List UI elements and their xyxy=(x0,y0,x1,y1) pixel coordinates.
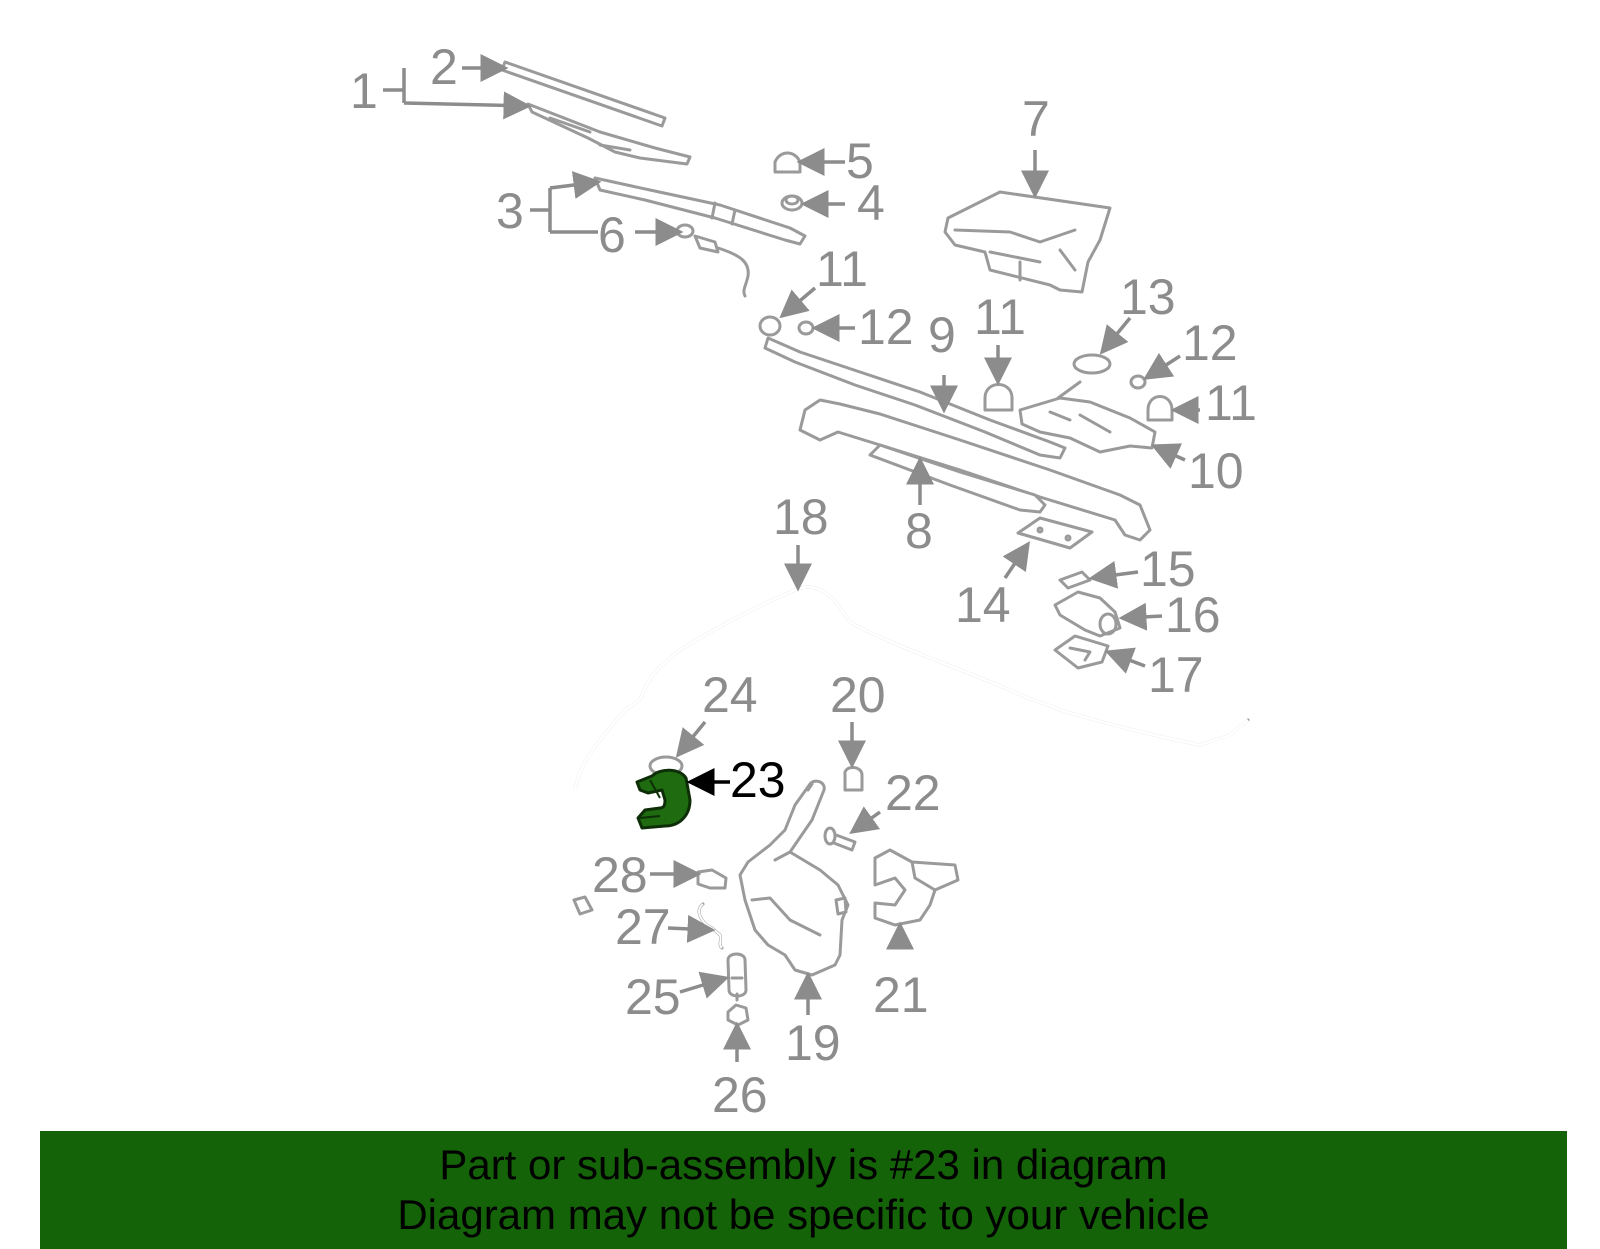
part-16-motor xyxy=(1053,590,1122,638)
callout-6: 6 xyxy=(598,207,626,263)
part-14-plate xyxy=(1016,516,1094,550)
part-26-grommet xyxy=(726,1003,750,1027)
leader-lines xyxy=(383,54,1200,1062)
part-18-washer-hose xyxy=(572,585,1250,916)
part-28-connector xyxy=(696,868,728,890)
part-21-bracket xyxy=(873,848,960,927)
part-9-linkage xyxy=(763,336,1067,460)
callout-9: 9 xyxy=(928,307,956,363)
callout-21: 21 xyxy=(873,967,929,1023)
callout-14: 14 xyxy=(955,577,1011,633)
callout-12-a: 12 xyxy=(858,299,914,355)
part-12-bushing-a xyxy=(797,320,815,336)
info-banner: Part or sub-assembly is #23 in diagram D… xyxy=(40,1131,1567,1249)
part-6-washer-hose xyxy=(675,223,750,298)
callout-19: 19 xyxy=(785,1015,841,1071)
callout-10: 10 xyxy=(1188,443,1244,499)
callout-labels: 1 2 3 6 5 4 7 11 12 9 11 13 12 11 10 8 1… xyxy=(350,39,1257,1123)
part-2-wiper-blade xyxy=(500,60,667,128)
banner-disclaimer: Diagram may not be specific to your vehi… xyxy=(397,1191,1210,1238)
part-23-elbow-hose xyxy=(635,768,692,830)
callout-24: 24 xyxy=(702,667,758,723)
part-17-module xyxy=(1053,634,1110,670)
callout-17: 17 xyxy=(1148,647,1204,703)
part-3-wiper-arm xyxy=(593,176,807,246)
callout-28: 28 xyxy=(592,847,648,903)
callout-4: 4 xyxy=(857,175,885,231)
callout-25: 25 xyxy=(625,969,681,1025)
callout-11-a: 11 xyxy=(816,241,868,297)
part-10-pivot-bracket xyxy=(1018,380,1157,454)
part-22-bolt xyxy=(823,826,857,852)
part-11-grommet-b xyxy=(983,383,1014,412)
callout-20: 20 xyxy=(830,667,886,723)
banner-part-notice: Part or sub-assembly is #23 in diagram xyxy=(439,1141,1168,1188)
part-13-cap xyxy=(1072,353,1112,375)
callout-23: 23 xyxy=(730,752,786,808)
callout-18: 18 xyxy=(773,489,829,545)
part-1-wiper-blade-assembly xyxy=(526,102,692,166)
callout-5: 5 xyxy=(846,133,874,189)
callout-13: 13 xyxy=(1120,269,1176,325)
callout-22: 22 xyxy=(885,765,941,821)
part-20-grommet xyxy=(843,766,864,792)
part-5-cap xyxy=(773,151,802,174)
callout-2: 2 xyxy=(430,39,458,95)
callout-8: 8 xyxy=(905,503,933,559)
part-19-reservoir xyxy=(738,779,850,977)
part-12-bushing-b xyxy=(1129,374,1147,390)
part-15-clip xyxy=(1058,570,1092,590)
part-4-nut xyxy=(780,194,804,212)
callout-3: 3 xyxy=(496,183,524,239)
part-7-cover xyxy=(943,190,1112,294)
callout-1: 1 xyxy=(350,63,378,119)
callout-16: 16 xyxy=(1165,587,1221,643)
part-11-grommet-a xyxy=(758,315,782,337)
callout-12-b: 12 xyxy=(1182,315,1238,371)
part-11-grommet-c xyxy=(1146,395,1174,422)
callout-7: 7 xyxy=(1022,91,1050,147)
callout-15: 15 xyxy=(1140,541,1196,597)
callout-27: 27 xyxy=(615,899,671,955)
callout-11-b: 11 xyxy=(974,289,1026,345)
part-25-pump xyxy=(726,952,748,1002)
callout-26: 26 xyxy=(712,1067,768,1123)
callout-11-c: 11 xyxy=(1205,375,1257,431)
part-27-hose xyxy=(697,902,724,950)
